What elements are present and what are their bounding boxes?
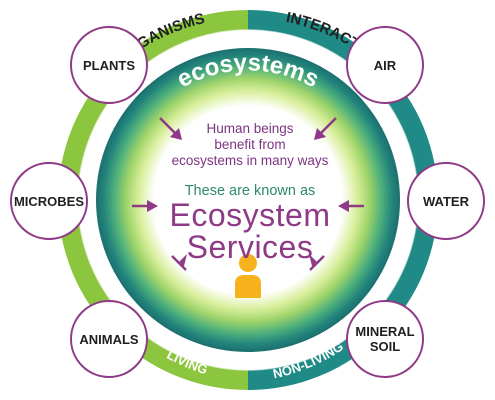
- node-air: AIR: [346, 26, 424, 104]
- known-as-text: These are known as: [184, 183, 316, 199]
- intro-line: benefit from: [214, 137, 286, 152]
- title-services: Services: [186, 229, 314, 265]
- node-mineral-soil: MINERAL SOIL: [346, 300, 424, 378]
- outer-ring-living: [58, 10, 248, 390]
- node-label: WATER: [423, 193, 469, 209]
- node-label: SOIL: [369, 339, 401, 354]
- node-animals: ANIMALS: [70, 300, 148, 378]
- node-label: ANIMALS: [79, 331, 139, 347]
- title-ecosystem: Ecosystem: [169, 197, 331, 233]
- arrow-top-right-icon: [314, 117, 337, 140]
- center-intro-text: Human beings benefit from ecosystems in …: [150, 121, 350, 169]
- node-label: PLANTS: [83, 57, 135, 73]
- inner-disc: [96, 48, 400, 352]
- node-label: MICROBES: [13, 193, 85, 209]
- outer-ring-nonliving: [248, 10, 438, 390]
- node-microbes: MICROBES: [10, 162, 88, 240]
- person-icon: [235, 254, 261, 298]
- node-label: AIR: [373, 57, 397, 73]
- inward-arrows: [132, 117, 364, 271]
- arrow-top-left-icon: [159, 117, 182, 140]
- arrow-right-icon: [338, 200, 364, 212]
- arrow-bottom-right-icon: [309, 254, 325, 271]
- intro-line: ecosystems in many ways: [171, 153, 329, 168]
- node-label: MINERAL: [355, 324, 415, 339]
- arrow-left-icon: [132, 200, 158, 212]
- node-water: WATER: [407, 162, 485, 240]
- node-plants: PLANTS: [70, 26, 148, 104]
- arrow-bottom-left-icon: [171, 254, 187, 271]
- intro-line: Human beings: [206, 121, 294, 136]
